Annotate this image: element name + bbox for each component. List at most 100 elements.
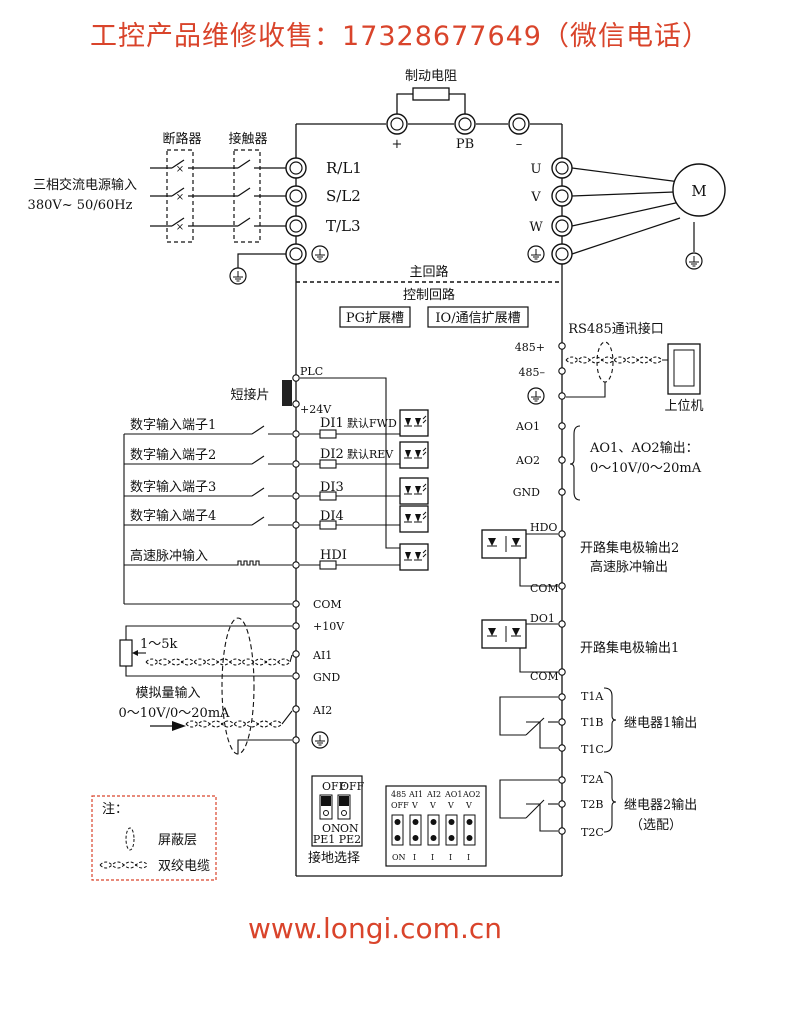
p10v-label: +10V: [313, 620, 345, 633]
power-spec-label: 380V~ 50/60Hz: [28, 198, 133, 213]
ao-range-label: 0～10V/0～20mA: [590, 461, 702, 476]
terminal-u: [551, 157, 573, 179]
optocoupler-hdo-icon: [481, 529, 527, 559]
ground-select-label: 接地选择: [308, 850, 360, 866]
terminal-t: [285, 215, 307, 237]
brake-resistor: [396, 87, 466, 114]
t2a-label: T2A: [581, 773, 604, 786]
sw-h-485: 485: [391, 790, 406, 799]
do1-com-label: COM: [530, 670, 559, 683]
pulse-input-label: 高速脉冲输入: [130, 548, 208, 564]
t1b-label: T1B: [581, 716, 603, 729]
io-slot: IO/通信扩展槽: [435, 311, 520, 326]
sw-t-485: OFF: [391, 801, 409, 810]
motor-lines: [571, 167, 695, 255]
sw-b-ao2: I: [467, 853, 470, 862]
shield-ellipse: [221, 617, 255, 755]
optocoupler-di4-icon: [399, 505, 429, 533]
host-pc-label: 上位机: [664, 399, 703, 414]
svg-text:×: ×: [176, 222, 184, 233]
sw-h-ai2: AI2: [426, 790, 441, 799]
sw-t-ai1: V: [411, 801, 418, 810]
control-circuit-label: 控制回路: [403, 287, 455, 303]
header-banner: 工控产品维修收售：17328677649（微信电话）: [90, 21, 710, 52]
optocoupler-di1-icon: [399, 409, 429, 437]
optocoupler-di3-icon: [399, 477, 429, 505]
hdi-terminal: HDI: [320, 548, 347, 563]
di3-terminal: DI3: [320, 480, 344, 495]
gnd-label: GND: [313, 671, 340, 684]
hdo-com-label: COM: [530, 582, 559, 595]
rs485-label: RS485通讯接口: [568, 321, 664, 337]
rs485-plus: 485+: [515, 341, 545, 354]
svg-text:×: ×: [176, 164, 184, 175]
footer-url[interactable]: www.longi.com.cn: [248, 912, 502, 945]
analog-input-arrow-icon: [172, 721, 186, 731]
relay2-label: 继电器2输出: [624, 797, 697, 813]
potentiometer-icon: [119, 639, 133, 667]
v-label: V: [530, 190, 541, 205]
p24v-label: +24V: [300, 403, 332, 416]
terminal-v: [551, 185, 573, 207]
pe2-on-label: ON: [340, 822, 359, 835]
note-twisted-label: 双绞电缆: [158, 858, 210, 874]
power-input-label: 三相交流电源输入: [33, 177, 137, 193]
terminal-r: [285, 157, 307, 179]
dc-pb-label: PB: [456, 137, 474, 152]
main-circuit-label: 主回路: [409, 264, 448, 280]
rs485-minus: 485–: [519, 366, 546, 379]
ai2-label: AI2: [312, 704, 332, 717]
terminal-485p: [558, 342, 566, 350]
ao1-label: AO1: [515, 420, 540, 433]
t1a-label: T1A: [581, 690, 604, 703]
oc-output2-label: 开路集电极输出2: [580, 540, 679, 556]
optocoupler-do1-icon: [481, 619, 527, 649]
optocoupler-hdi-icon: [399, 543, 429, 571]
svg-text:×: ×: [176, 192, 184, 203]
ao2-label: AO2: [515, 454, 540, 467]
t-label: T/L3: [326, 217, 361, 235]
ground-icon-motor: [685, 252, 703, 270]
pe2-off-label: OFF: [340, 780, 365, 793]
sw-b-485: ON: [392, 853, 406, 862]
optocoupler-di2-icon: [399, 441, 429, 469]
s-label: S/L2: [326, 187, 361, 205]
t2c-label: T2C: [581, 826, 604, 839]
ground-icon-in: [311, 245, 329, 263]
ground-icon-ai: [311, 731, 329, 749]
t1c-label: T1C: [581, 743, 604, 756]
short-jumper-label: 短接片: [230, 387, 269, 403]
di2-note: 默认REV: [347, 448, 394, 461]
pg-slot: PG扩展槽: [346, 311, 404, 326]
hs-pulse-label: 高速脉冲输出: [590, 559, 668, 575]
sw-h-ai1: AI1: [408, 790, 423, 799]
di1-terminal: DI1: [320, 416, 344, 431]
ao-output-label: AO1、AO2输出：: [589, 440, 699, 456]
power-lines: [150, 159, 286, 227]
dc-plus-label: +: [392, 137, 403, 152]
ground-icon-485: [527, 387, 545, 405]
di4-input-label: 数字输入端子4: [130, 508, 216, 524]
sw-b-ai1: I: [413, 853, 416, 862]
di2-input-label: 数字输入端子2: [130, 447, 216, 463]
r-label: R/L1: [326, 159, 362, 177]
do1-label: DO1: [530, 612, 555, 625]
hdo-label: HDO: [530, 521, 557, 534]
plc-label: PLC: [300, 365, 323, 378]
note-box: [91, 795, 217, 881]
terminal-w: [551, 215, 573, 237]
contactor-label: 接触器: [228, 131, 267, 147]
terminal-minus: [508, 113, 530, 135]
pe1-on-label: ON: [322, 822, 341, 835]
di4-terminal: DI4: [320, 509, 344, 524]
note-shield-label: 屏蔽层: [158, 833, 197, 848]
brake-resistor-label: 制动电阻: [405, 69, 457, 84]
note-title: 注：: [102, 802, 128, 817]
pe1-off-label: OFF: [322, 780, 347, 793]
sw-b-ai2: I: [431, 853, 434, 862]
terminal-pe-out: [551, 243, 573, 265]
com-label-left: COM: [313, 598, 342, 611]
terminal-pe-in: [285, 243, 307, 265]
di3-input-label: 数字输入端子3: [130, 479, 216, 495]
